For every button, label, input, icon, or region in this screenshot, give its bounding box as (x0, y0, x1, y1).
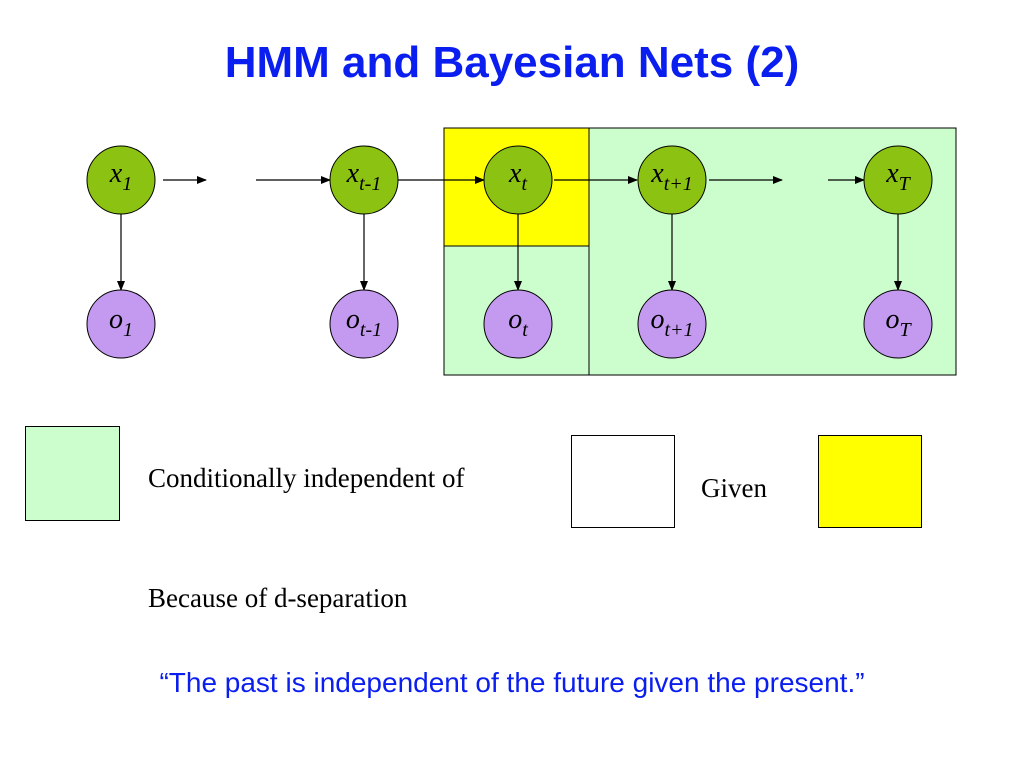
node-ot+1: ot+1 (637, 289, 707, 359)
legend-given-label: Given (701, 473, 767, 503)
node-xt+1: xt+1 (637, 145, 707, 215)
legend-reason-text: Because of d-separation (148, 583, 408, 613)
svg-text:ot: ot (508, 304, 528, 341)
node-oT: oT (863, 289, 933, 359)
svg-text:xt-1: xt-1 (346, 158, 382, 195)
legend-green-swatch (25, 426, 120, 521)
svg-text:xt: xt (508, 158, 527, 195)
node-o1: o1 (86, 289, 156, 359)
node-x1: x1 (86, 145, 156, 215)
svg-text:oT: oT (885, 304, 912, 341)
svg-text:ot-1: ot-1 (346, 304, 382, 341)
node-xT: xT (863, 145, 933, 215)
legend-yellow-swatch (818, 435, 922, 528)
svg-text:ot+1: ot+1 (650, 304, 693, 341)
node-ot-1: ot-1 (329, 289, 399, 359)
svg-text:x1: x1 (109, 158, 132, 195)
legend-conditionally-independent-label: Conditionally independent of (148, 463, 465, 493)
node-xt-1: xt-1 (329, 145, 399, 215)
node-xt: xt (483, 145, 553, 215)
legend-white-swatch (571, 435, 675, 528)
node-ot: ot (483, 289, 553, 359)
svg-text:o1: o1 (109, 304, 133, 341)
svg-text:xT: xT (885, 158, 911, 195)
quote-text: “The past is independent of the future g… (159, 667, 865, 698)
slide-title: HMM and Bayesian Nets (2) (224, 38, 800, 87)
svg-text:xt+1: xt+1 (650, 158, 693, 195)
